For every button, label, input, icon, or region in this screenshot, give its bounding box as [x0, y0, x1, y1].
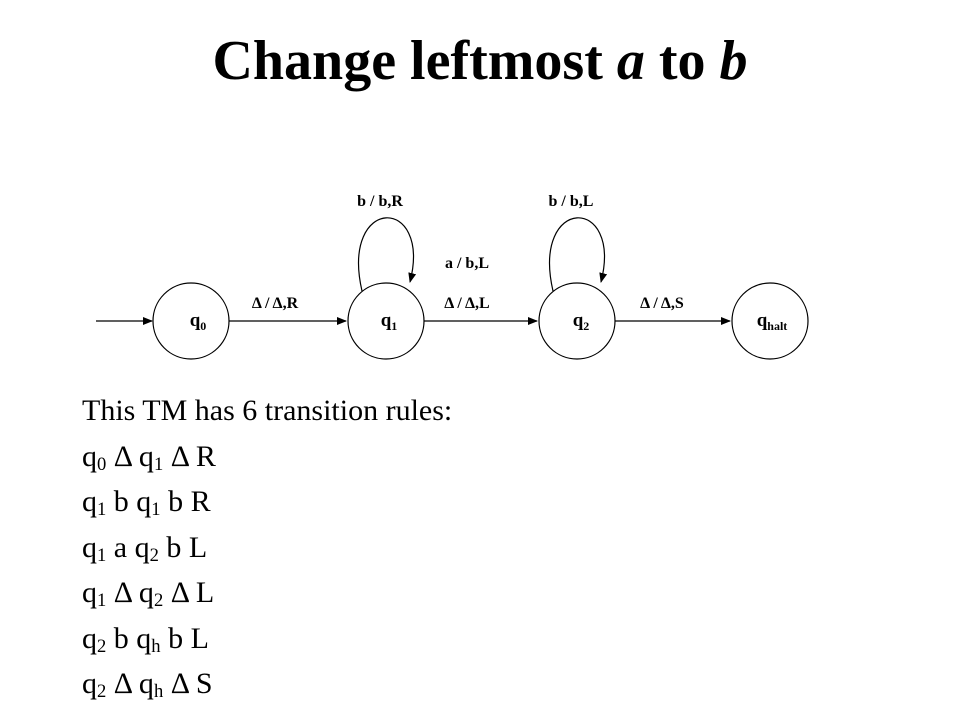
rule-1: q0 Δ q1 Δ R — [82, 434, 452, 480]
state-q1: q1 — [347, 282, 425, 360]
loop-q1 — [357, 217, 417, 292]
rule-subscript: 1 — [97, 544, 107, 566]
rule-text: q — [82, 576, 97, 609]
state-q2-label: q2 — [573, 310, 590, 333]
rule-subscript: 1 — [97, 499, 107, 521]
rule-text: q — [82, 485, 97, 518]
title-symbol-a: a — [616, 30, 645, 92]
rule-4: q1 Δ q2 Δ L — [82, 570, 452, 616]
rule-text: Δ S — [163, 667, 213, 700]
rule-text: Δ R — [163, 439, 216, 473]
rule-text: b L — [160, 621, 209, 655]
rule-subscript: h — [151, 635, 161, 657]
rule-subscript: 2 — [149, 544, 159, 566]
rule-subscript: 1 — [153, 453, 164, 475]
label-q0-q1: Δ / Δ,R — [252, 295, 299, 312]
rule-subscript: 2 — [97, 635, 107, 657]
rule-subscript: 0 — [97, 453, 107, 475]
loop-q2 — [548, 217, 608, 292]
rule-text: q — [82, 530, 97, 564]
rule-subscript: 1 — [97, 590, 107, 612]
slide-title: Change leftmost a to b — [0, 28, 960, 95]
rule-text: q — [82, 621, 97, 655]
title-text-start: Change leftmost — [212, 30, 617, 92]
rule-6: q2 Δ qh Δ S — [82, 661, 452, 707]
state-qhalt-circle — [731, 282, 809, 360]
state-qhalt: qhalt — [731, 282, 809, 360]
rule-text: q — [82, 439, 97, 473]
rule-text: b q — [106, 485, 152, 518]
state-diagram: q0 q1 q2 qhalt Δ / Δ,R b / b,R a / b,L Δ… — [96, 193, 809, 360]
state-qhalt-label: qhalt — [757, 310, 788, 333]
rule-text: q — [82, 667, 97, 700]
state-q1-label: q1 — [381, 310, 398, 333]
rule-3: q1 a q2 b L — [82, 525, 452, 571]
rule-text: b R — [160, 485, 211, 518]
title-text-mid: to — [644, 30, 720, 92]
rule-2: q1 b q1 b R — [82, 479, 452, 525]
rules-heading: This TM has 6 transition rules: — [82, 394, 453, 427]
label-q1-loop: b / b,R — [357, 193, 403, 210]
title-symbol-b: b — [719, 30, 748, 92]
state-q0: q0 — [152, 282, 230, 360]
rule-text: Δ q — [106, 439, 154, 473]
label-q1-q2-a: a / b,L — [445, 255, 489, 272]
rule-text: Δ L — [163, 576, 215, 609]
rule-5: q2 b qh b L — [82, 616, 452, 662]
rule-text: a q — [106, 530, 150, 564]
rule-subscript: 1 — [151, 499, 161, 521]
rule-text: Δ q — [106, 667, 154, 700]
rule-text: Δ q — [106, 576, 154, 609]
transition-rules: This TM has 6 transition rules: q0 Δ q1 … — [82, 388, 452, 707]
rule-subscript: 2 — [97, 681, 107, 703]
rule-text: b L — [158, 530, 208, 564]
state-q0-label: q0 — [190, 310, 207, 333]
state-q2: q2 — [538, 282, 616, 360]
label-q2-qhalt: Δ / Δ,S — [640, 295, 684, 312]
rule-subscript: 2 — [153, 590, 164, 612]
label-q2-loop: b / b,L — [549, 193, 594, 210]
rule-text: b q — [106, 621, 152, 655]
rule-subscript: h — [153, 681, 164, 703]
label-q1-q2-blank: Δ / Δ,L — [444, 295, 489, 312]
